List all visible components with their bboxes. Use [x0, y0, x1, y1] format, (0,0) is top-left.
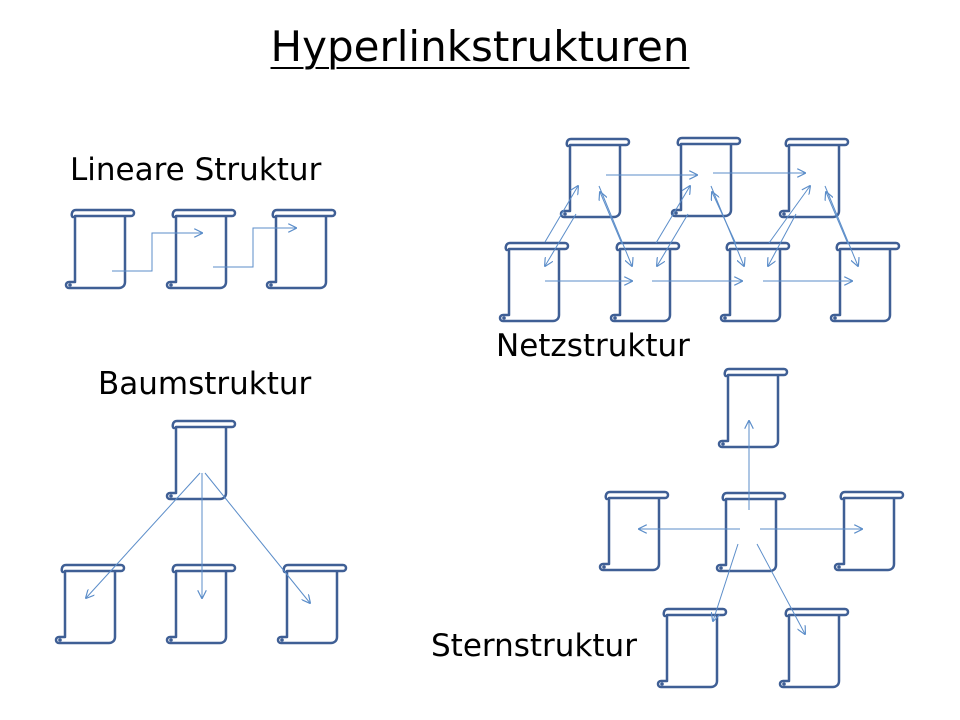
tree-document-child-2 — [165, 563, 237, 645]
net-link-diag-1a — [545, 213, 577, 266]
net-document-top-1 — [559, 137, 631, 219]
linear-document-3 — [265, 208, 337, 290]
net-document-bottom-4 — [829, 241, 901, 323]
linear-document-1 — [64, 208, 136, 290]
net-document-top-2 — [670, 136, 742, 218]
star-document-left — [598, 490, 670, 572]
net-document-bottom-1 — [498, 241, 570, 323]
star-document-top — [717, 367, 789, 449]
label-linear-structure: Lineare Struktur — [70, 152, 322, 188]
net-document-bottom-2 — [609, 241, 681, 323]
net-link-diag-4b — [712, 192, 737, 245]
star-link-bottom-right — [756, 543, 805, 634]
star-document-bottom-left — [656, 607, 728, 689]
net-link-diag-3a — [657, 213, 689, 266]
net-link-diag-3b — [655, 186, 690, 244]
net-link-diag-2b — [600, 192, 623, 245]
linear-link-arrow-2 — [213, 228, 296, 268]
net-document-top-3 — [778, 137, 850, 219]
star-document-right — [833, 490, 905, 572]
linear-link-arrow-1 — [112, 233, 202, 272]
tree-link-3 — [204, 472, 310, 603]
star-link-bottom-left — [713, 543, 739, 621]
tree-link-1 — [86, 472, 201, 598]
net-link-diag-1b — [544, 186, 578, 243]
net-link-diag-6b — [826, 192, 849, 245]
tree-document-root — [165, 419, 237, 501]
tree-document-child-1 — [54, 563, 126, 645]
net-link-diag-5b — [768, 186, 810, 244]
linear-document-2 — [165, 208, 237, 290]
star-document-center — [715, 491, 787, 573]
tree-document-child-3 — [276, 563, 348, 645]
net-link-diag-5a — [768, 213, 797, 266]
label-star-structure: Sternstruktur — [431, 628, 637, 664]
label-net-structure: Netzstruktur — [496, 328, 690, 364]
label-tree-structure: Baumstruktur — [98, 366, 312, 402]
star-document-bottom-right — [778, 607, 850, 689]
net-document-bottom-3 — [719, 241, 791, 323]
slide-title: Hyperlinkstrukturen — [270, 22, 690, 71]
